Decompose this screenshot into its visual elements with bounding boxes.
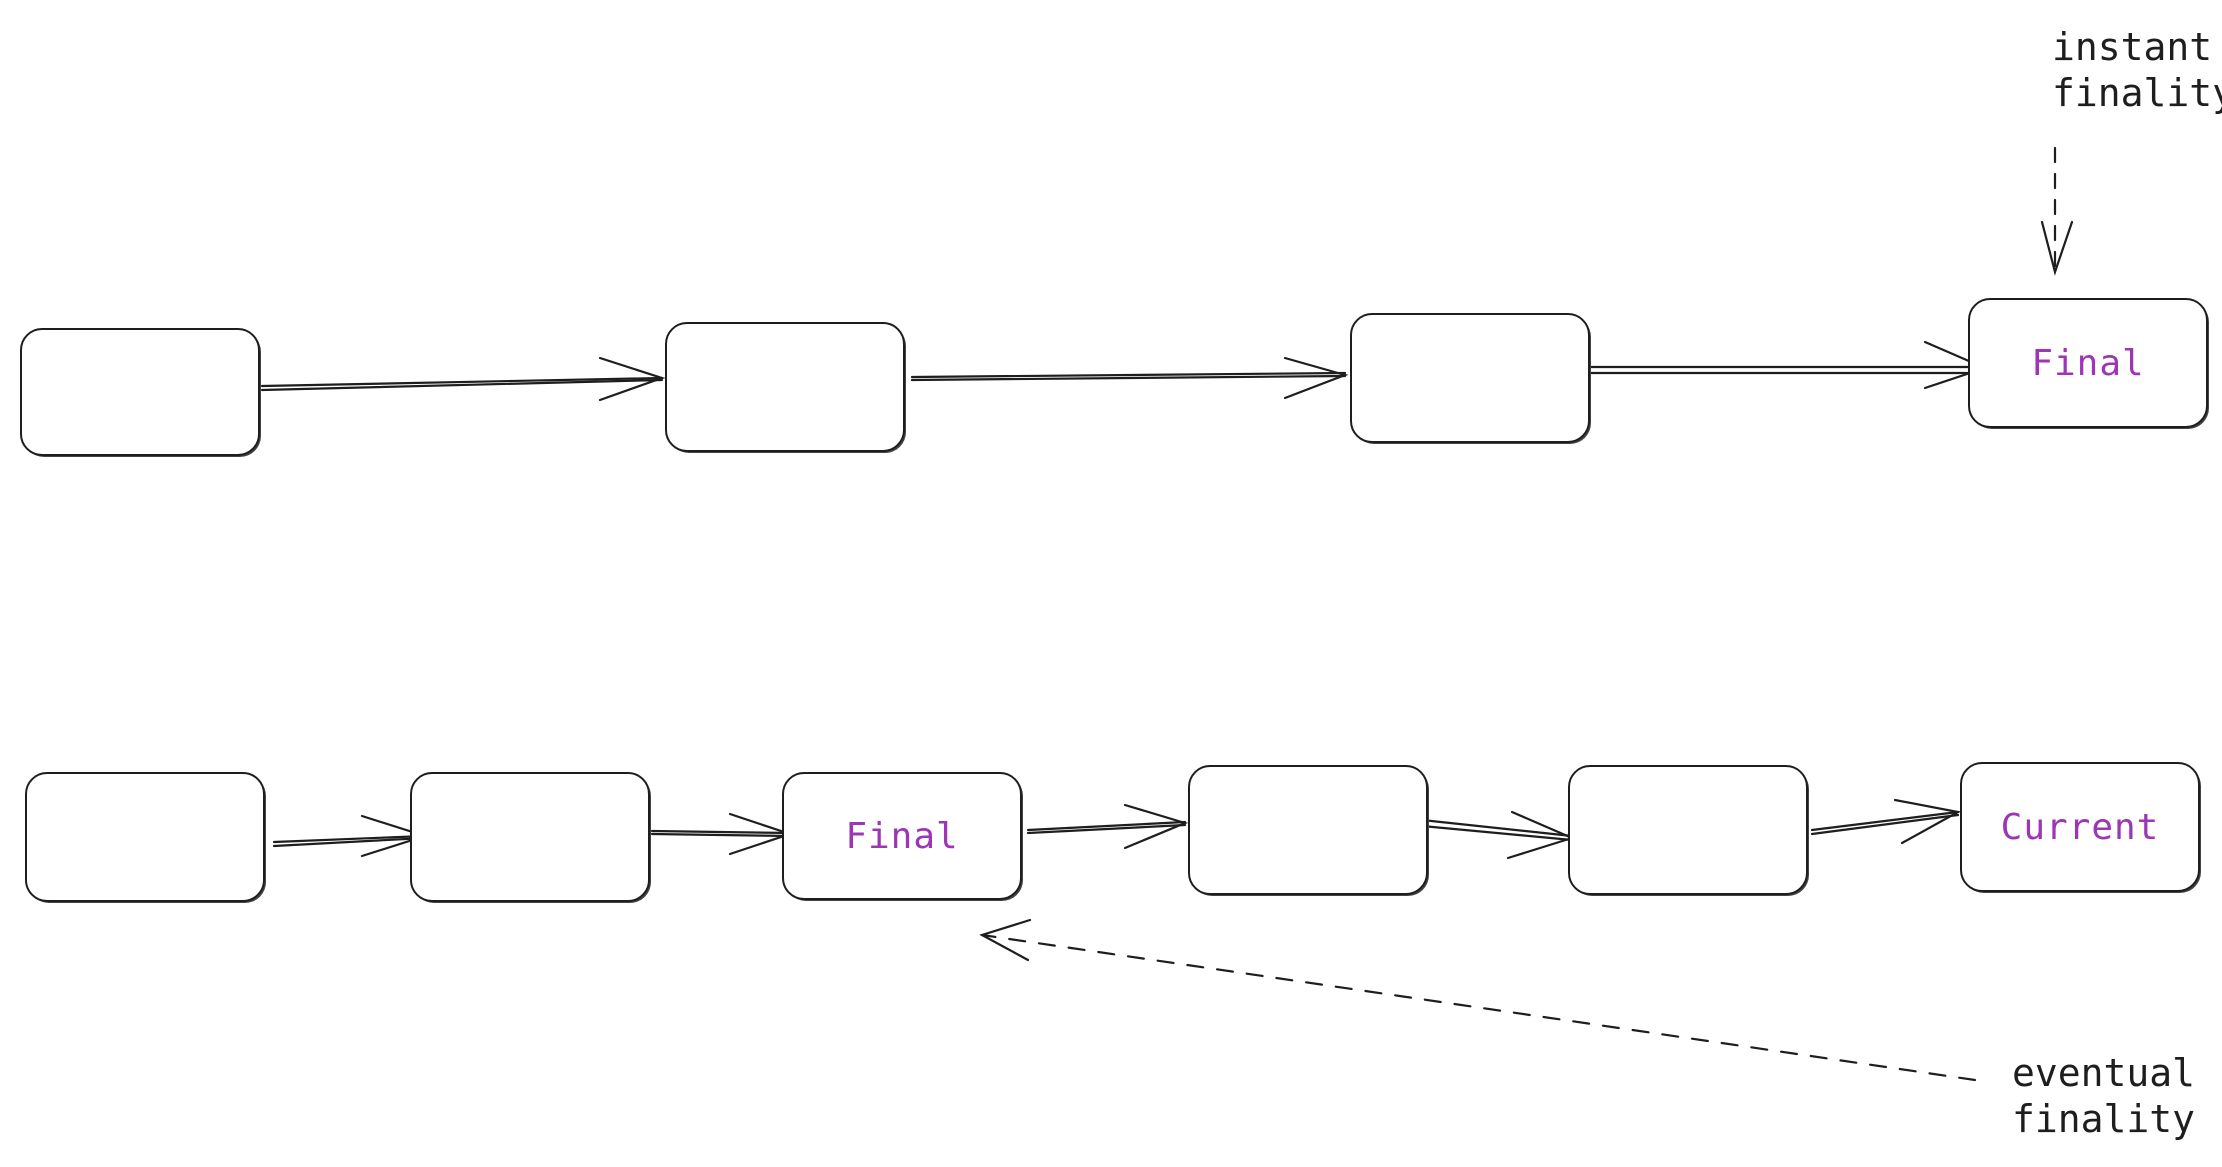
top-arrow-3 bbox=[1576, 340, 1989, 390]
top-block-final-label: Final bbox=[2031, 342, 2145, 384]
eventual-finality-arrow bbox=[979, 918, 1977, 1082]
bottom-block-4 bbox=[1188, 765, 1428, 895]
bottom-block-2 bbox=[410, 772, 650, 902]
top-block-2 bbox=[665, 322, 905, 452]
bottom-arrow-4 bbox=[1420, 810, 1576, 860]
bottom-block-current: Current bbox=[1960, 762, 2200, 892]
top-block-3 bbox=[1350, 313, 1590, 443]
bottom-block-1 bbox=[25, 772, 265, 902]
top-arrow-2 bbox=[910, 356, 1349, 400]
top-block-1 bbox=[20, 328, 260, 456]
top-arrow-1 bbox=[260, 356, 666, 402]
bottom-arrow-3 bbox=[1026, 803, 1189, 850]
bottom-arrow-1 bbox=[272, 814, 429, 858]
bottom-block-final: Final bbox=[782, 772, 1022, 900]
eventual-finality-line-1: eventual bbox=[2012, 1051, 2196, 1095]
instant-finality-arrow bbox=[2040, 146, 2074, 276]
bottom-block-5 bbox=[1568, 765, 1808, 895]
eventual-finality-note: eventual finality bbox=[2012, 1050, 2195, 1142]
eventual-finality-line-2: finality bbox=[2012, 1097, 2196, 1141]
top-block-final: Final bbox=[1968, 298, 2208, 428]
bottom-arrow-2 bbox=[650, 812, 794, 856]
instant-finality-line-2: finality bbox=[2052, 71, 2222, 115]
bottom-block-current-label: Current bbox=[2000, 806, 2160, 848]
instant-finality-note: instant finality bbox=[2052, 24, 2222, 116]
bottom-block-final-label: Final bbox=[845, 815, 959, 857]
bottom-arrow-5 bbox=[1810, 798, 1962, 845]
instant-finality-line-1: instant bbox=[2052, 25, 2213, 69]
